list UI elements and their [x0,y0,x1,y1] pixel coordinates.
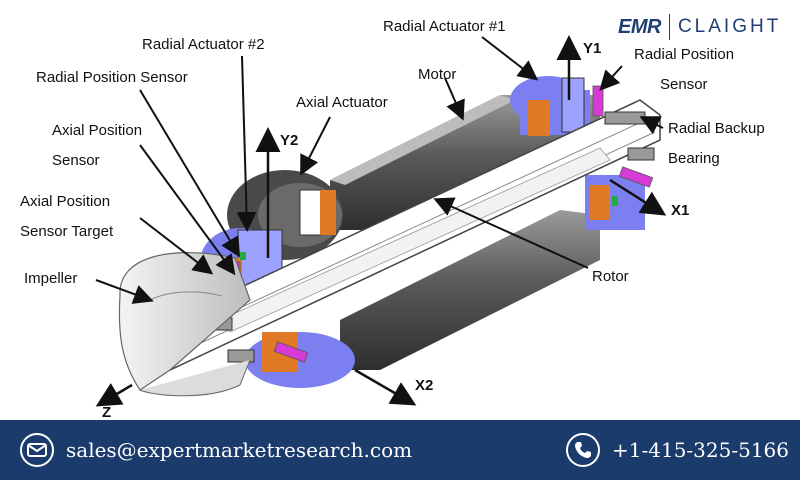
email-text[interactable]: sales@expertmarketresearch.com [66,438,413,462]
label-axis-x2: X2 [415,377,434,394]
label-radial-position-sensor-right-2: Sensor [660,76,708,93]
label-axial-sensor-target-1: Axial Position [20,193,111,210]
label-axial-sensor-target-2: Sensor Target [20,223,114,240]
label-axis-y1: Y1 [583,40,602,57]
brand-emr: EMR [618,15,661,38]
label-rotor: Rotor [592,268,629,285]
mail-icon [20,433,54,467]
label-radial-backup-bearing-2: Bearing [668,150,720,167]
contact-footer: sales@expertmarketresearch.com +1-415-32… [0,420,800,480]
brand-logo: EMR CLAIGHT [618,12,781,42]
label-axial-actuator: Axial Actuator [296,94,388,111]
phone-text[interactable]: +1-415-325-5166 [612,438,790,462]
label-axial-position-sensor-2: Sensor [52,152,100,169]
label-axis-y2: Y2 [280,132,299,149]
label-axis-x1: X1 [671,202,690,219]
phone-icon [566,433,600,467]
label-impeller: Impeller [24,270,78,287]
brand-claight: CLAIGHT [677,16,782,37]
magnetic-bearing-diagram [95,35,667,407]
label-radial-position-sensor-right-1: Radial Position [634,46,735,63]
leader-lines [95,36,664,304]
label-radial-backup-bearing-1: Radial Backup [668,120,765,137]
axis-arrows [95,35,667,407]
label-motor: Motor [418,66,457,83]
label-radial-actuator-2: Radial Actuator #2 [142,36,265,53]
brand-separator [668,14,670,40]
label-radial-position-sensor-left: Radial Position Sensor [36,69,188,86]
label-axis-z: Z [102,404,112,421]
label-axial-position-sensor-1: Axial Position [52,122,143,139]
phone-contact[interactable]: +1-415-325-5166 [566,420,789,480]
rotor-shaft [149,99,661,371]
radial-actuator-1 [510,76,645,230]
label-radial-actuator-1: Radial Actuator #1 [383,18,506,35]
email-contact[interactable]: sales@expertmarketresearch.com [20,420,412,480]
